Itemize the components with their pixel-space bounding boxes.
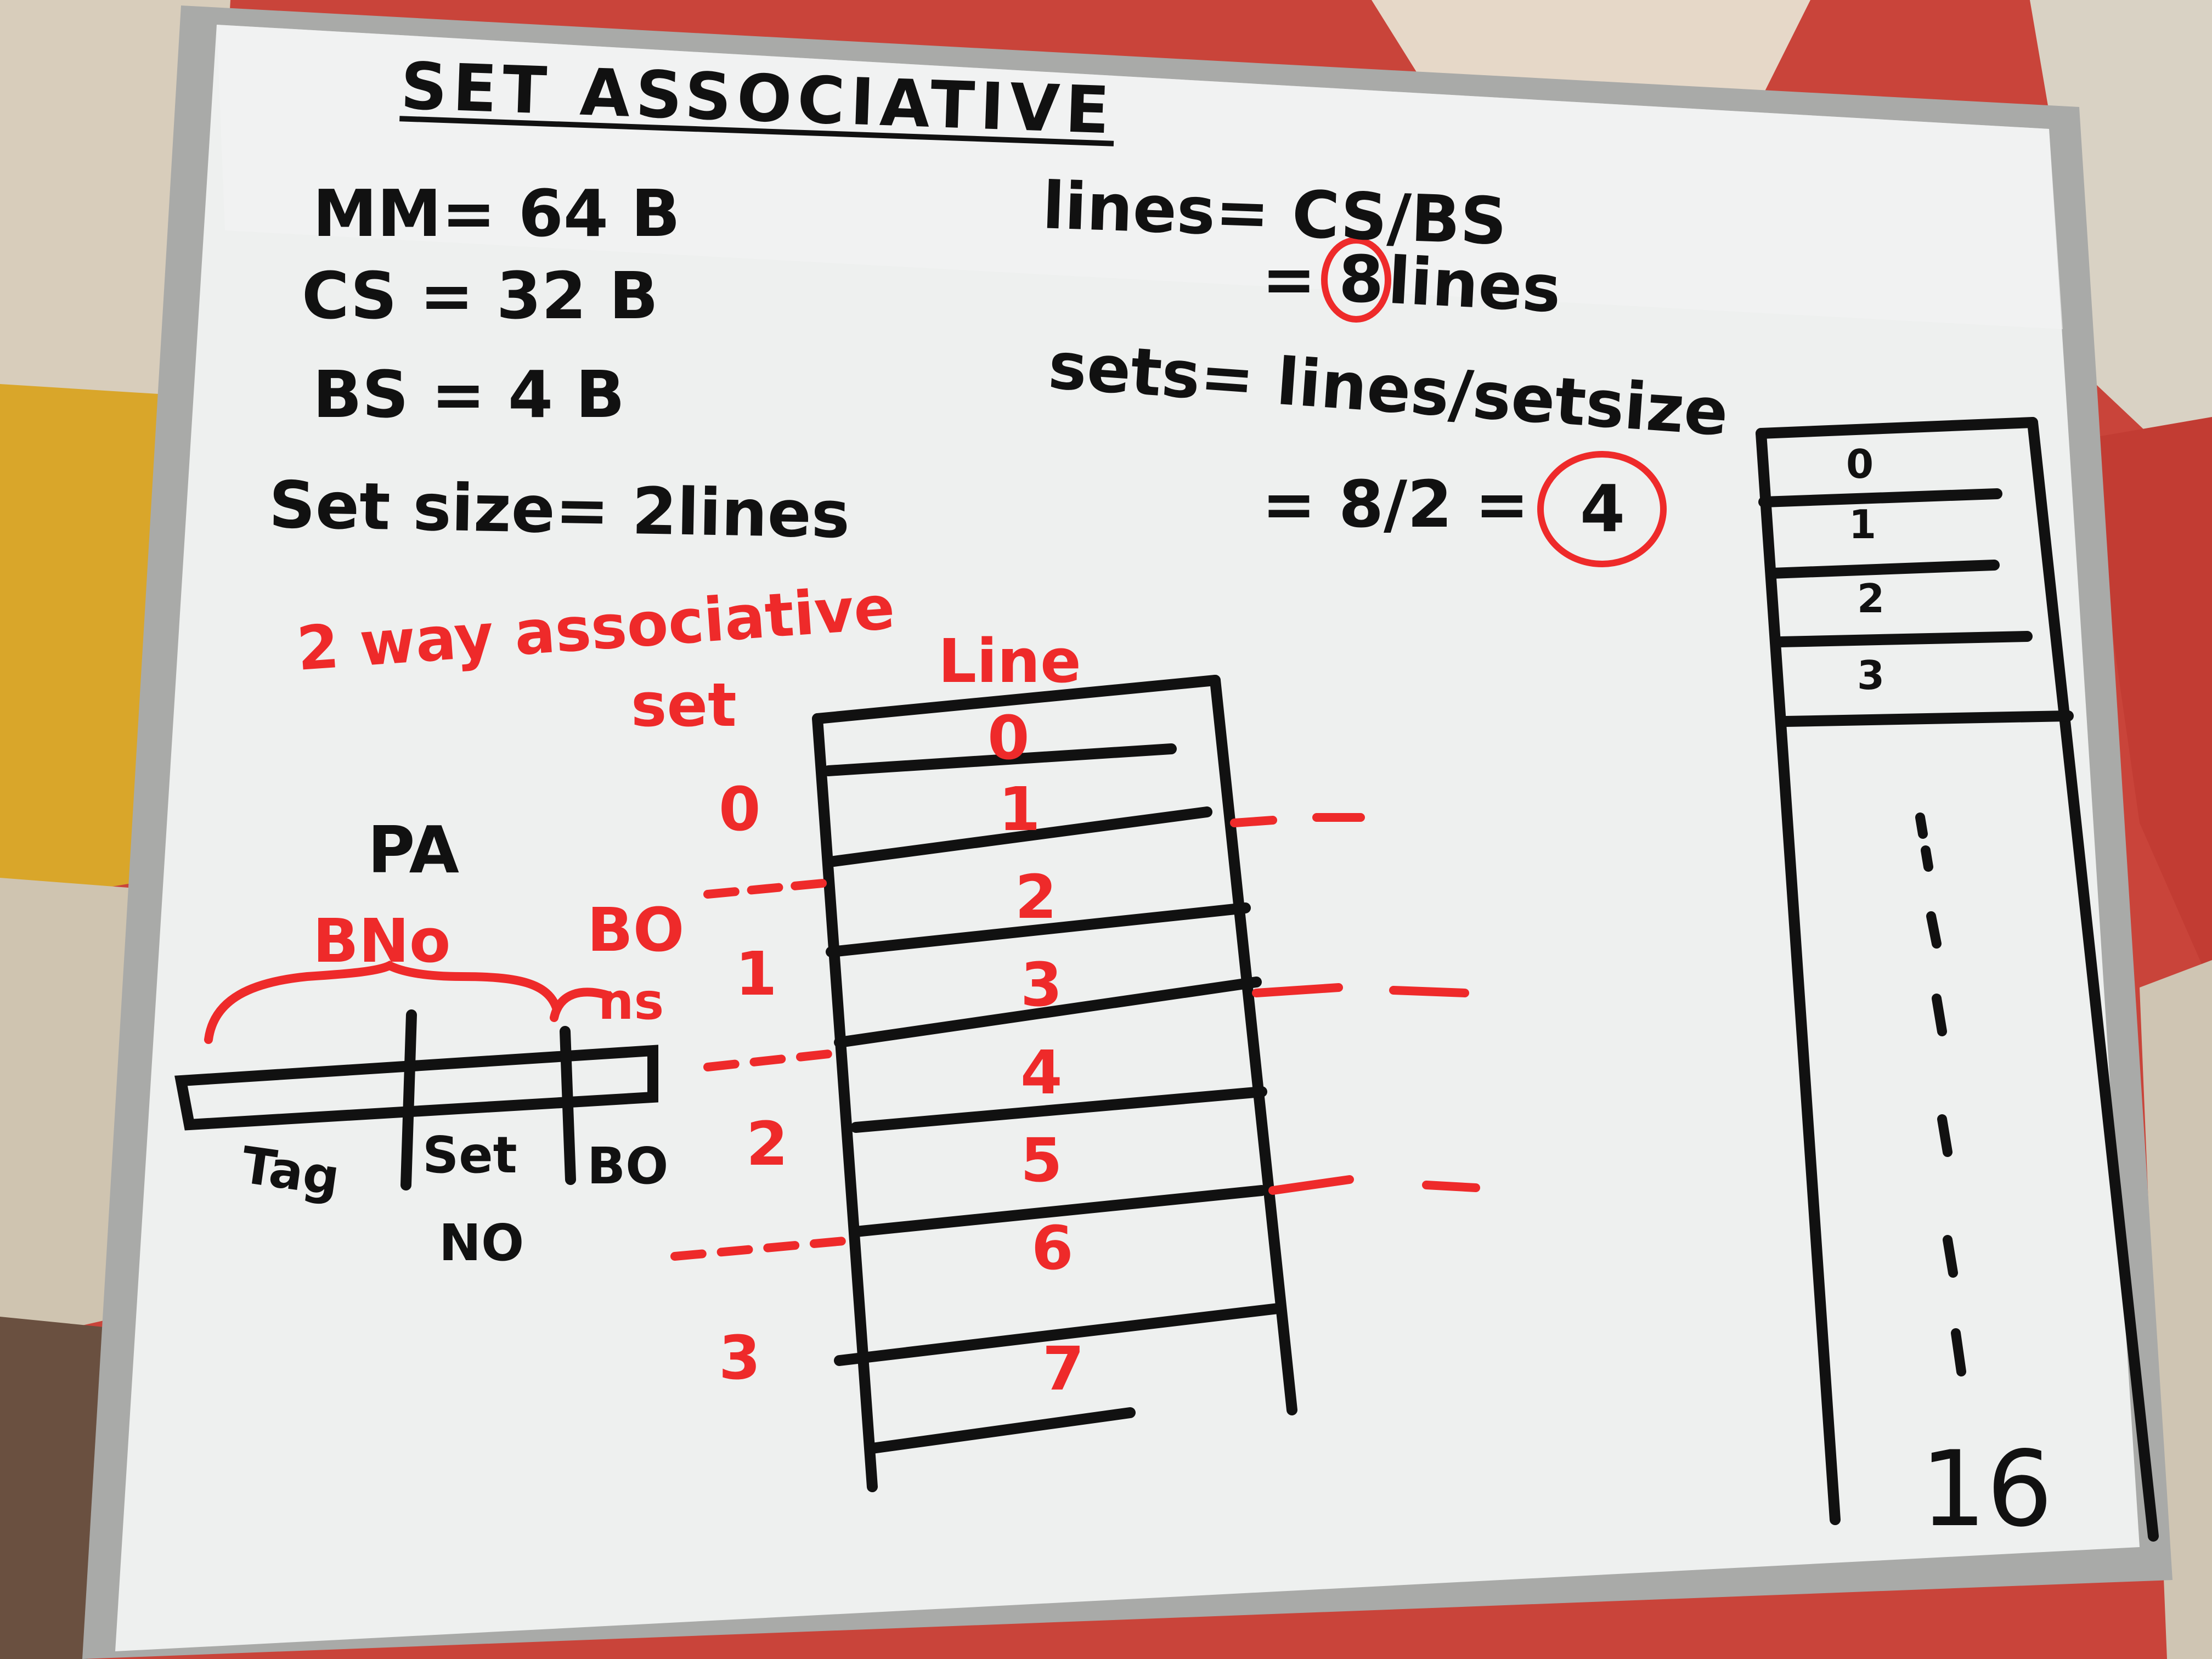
cache-size: CS = 32 B: [302, 258, 659, 334]
lines-result-prefix: =: [1262, 241, 1316, 317]
memory-block-number: 1: [1848, 501, 1877, 548]
line-number: 7: [1042, 1334, 1085, 1404]
block-number-label: BNo: [313, 906, 451, 976]
set-number-field-label: Set: [422, 1126, 517, 1184]
line-number: 6: [1031, 1213, 1074, 1283]
block-size: BS = 4 B: [313, 357, 625, 432]
set-column-header: set: [631, 670, 737, 740]
main-memory-size: MM= 64 B: [313, 176, 681, 251]
memory-block-number: 3: [1857, 652, 1885, 698]
tag-field-label: Tag: [238, 1136, 343, 1207]
set-number: 0: [719, 774, 761, 844]
memory-block-number: 0: [1846, 441, 1874, 487]
block-offset-label: BO: [587, 895, 685, 965]
set-number: 3: [719, 1323, 761, 1393]
line-number: 0: [988, 703, 1030, 773]
line-number: 1: [998, 774, 1041, 844]
lines-result-suffix: lines: [1386, 242, 1563, 328]
line-number: 4: [1020, 1037, 1063, 1108]
memory-last-block-number: 16: [1920, 1429, 2053, 1550]
line-number: 3: [1020, 950, 1063, 1020]
line-column-header: Line: [938, 626, 1081, 696]
block-offset-field-label: BO: [587, 1137, 669, 1195]
set-number: 2: [746, 1109, 788, 1179]
memory-block-number: 2: [1857, 575, 1885, 622]
block-offset-short: ns: [598, 972, 664, 1031]
set-size: Set size= 2lines: [268, 466, 851, 553]
physical-address-label: PA: [368, 812, 459, 888]
sets-result-value: 4: [1580, 471, 1626, 546]
set-number: 1: [735, 939, 777, 1009]
line-number: 5: [1020, 1125, 1063, 1195]
set-number-field-label-line2: NO: [439, 1214, 524, 1272]
sets-result-prefix: = 8/2 =: [1262, 466, 1530, 542]
line-number: 2: [1015, 862, 1057, 932]
lines-result-value: 8: [1339, 241, 1384, 317]
